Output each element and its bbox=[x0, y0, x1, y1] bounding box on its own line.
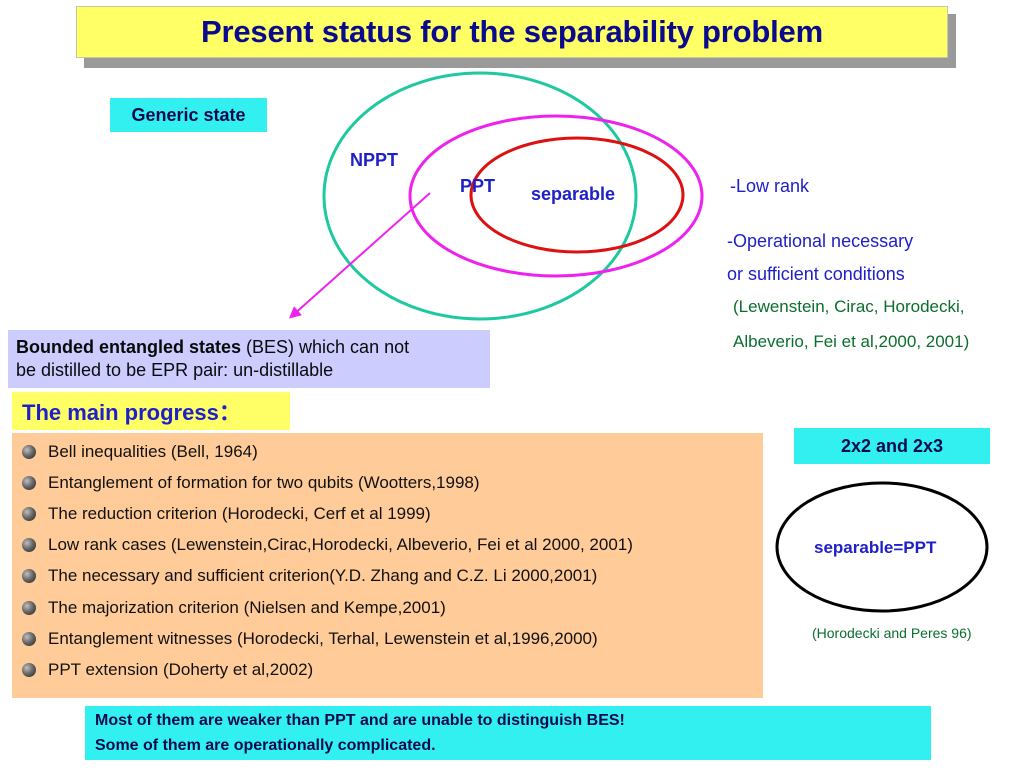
bes-title: Bounded entangled states bbox=[16, 337, 242, 357]
conclusion-line1: Most of them are weaker than PPT and are… bbox=[95, 712, 625, 729]
bullet-icon bbox=[22, 475, 36, 490]
separable-label: separable bbox=[531, 184, 616, 204]
list-item-text: The necessary and sufficient criterion(Y… bbox=[48, 566, 598, 586]
title-banner: Present status for the separability prob… bbox=[76, 6, 948, 58]
list-item: Bell inequalities (Bell, 1964) bbox=[22, 436, 763, 467]
page-title: Present status for the separability prob… bbox=[201, 14, 823, 49]
list-item: The necessary and sufficient criterion(Y… bbox=[22, 561, 763, 592]
operational-note-line2: or sufficient conditions bbox=[727, 264, 905, 284]
bullet-icon bbox=[22, 600, 36, 615]
bullet-icon bbox=[22, 569, 36, 584]
list-item: Low rank cases (Lewenstein,Cirac,Horodec… bbox=[22, 530, 763, 561]
list-item-text: Entanglement of formation for two qubits… bbox=[48, 472, 480, 492]
bes-text-1: (BES) which can not bbox=[241, 337, 410, 357]
bullet-icon bbox=[22, 662, 36, 677]
reference-line2: Albeverio, Fei et al,2000, 2001) bbox=[733, 332, 970, 351]
bes-arrow bbox=[289, 192, 431, 319]
list-item: Entanglement witnesses (Horodecki, Terha… bbox=[22, 623, 763, 654]
nppt-ellipse bbox=[322, 71, 638, 321]
bullet-icon bbox=[22, 538, 36, 553]
ppt-label: PPT bbox=[460, 176, 496, 196]
list-item: The majorization criterion (Nielsen and … bbox=[22, 592, 763, 623]
bullet-icon bbox=[22, 506, 36, 521]
reference-line1: (Lewenstein, Cirac, Horodecki, bbox=[733, 297, 965, 316]
list-item: PPT extension (Doherty et al,2002) bbox=[22, 654, 763, 685]
bullet-icon bbox=[22, 444, 36, 459]
separable-ellipse bbox=[469, 136, 685, 254]
main-progress-heading: The main progress： bbox=[12, 392, 290, 430]
progress-list: Bell inequalities (Bell, 1964) Entanglem… bbox=[12, 433, 763, 698]
nppt-label: NPPT bbox=[350, 150, 399, 170]
dimension-label: 2x2 and 2x3 bbox=[794, 428, 990, 464]
separable-ppt-ellipse bbox=[775, 481, 989, 613]
list-item: Entanglement of formation for two qubits… bbox=[22, 467, 763, 498]
horodecki-peres-reference: (Horodecki and Peres 96) bbox=[812, 625, 972, 641]
bullet-icon bbox=[22, 631, 36, 646]
list-item-text: The reduction criterion (Horodecki, Cerf… bbox=[48, 503, 431, 523]
list-item-text: Bell inequalities (Bell, 1964) bbox=[48, 441, 258, 461]
list-item-text: Entanglement witnesses (Horodecki, Terha… bbox=[48, 628, 598, 648]
list-item-text: Low rank cases (Lewenstein,Cirac,Horodec… bbox=[48, 535, 633, 555]
list-item-text: The majorization criterion (Nielsen and … bbox=[48, 597, 446, 617]
conclusion-box: Most of them are weaker than PPT and are… bbox=[85, 706, 931, 760]
ppt-ellipse bbox=[408, 114, 704, 278]
list-item: The reduction criterion (Horodecki, Cerf… bbox=[22, 498, 763, 529]
low-rank-note: -Low rank bbox=[730, 176, 810, 196]
generic-state-label: Generic state bbox=[110, 98, 267, 132]
bes-description-box: Bounded entangled states (BES) which can… bbox=[8, 330, 490, 388]
list-item-text: PPT extension (Doherty et al,2002) bbox=[48, 659, 314, 679]
conclusion-line2: Some of them are operationally complicat… bbox=[95, 737, 436, 754]
bes-text-2: be distilled to be EPR pair: un-distilla… bbox=[16, 360, 334, 380]
operational-note-line1: -Operational necessary bbox=[727, 231, 914, 251]
separable-equals-ppt-label: separable=PPT bbox=[814, 538, 937, 557]
